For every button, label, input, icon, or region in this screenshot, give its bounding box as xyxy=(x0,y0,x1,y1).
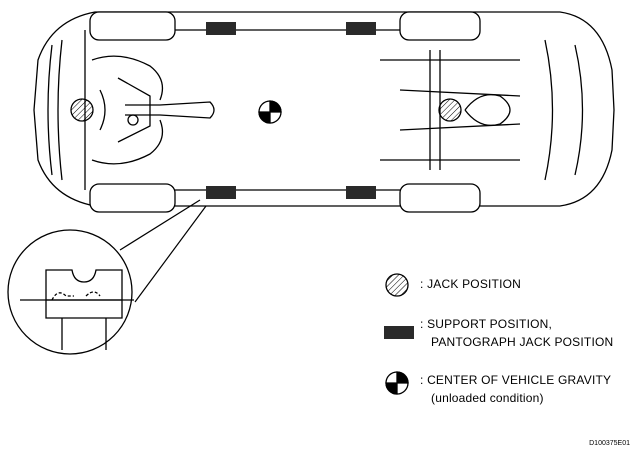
wheel-rear-left xyxy=(399,11,481,41)
legend-jack-position-label: : JACK POSITION xyxy=(420,277,522,291)
support-block-front-right xyxy=(206,186,236,199)
legend-support-position-label: : SUPPORT POSITION, xyxy=(420,317,553,331)
figure-code: D100375E01 xyxy=(589,440,630,447)
detail-zoom-circle xyxy=(7,229,134,355)
center-of-gravity-symbol xyxy=(258,100,282,124)
wheel-front-left xyxy=(89,11,176,41)
callout-lines xyxy=(119,199,207,303)
support-block-rear-right xyxy=(346,186,376,199)
vehicle-underbody xyxy=(33,11,615,207)
support-block-front-left xyxy=(206,22,236,35)
support-block-rear-left xyxy=(346,22,376,35)
jack-positions xyxy=(70,98,462,122)
legend-gravity-note: (unloaded condition) xyxy=(431,391,544,405)
wheels xyxy=(89,11,481,213)
legend-gravity-label: : CENTER OF VEHICLE GRAVITY xyxy=(420,373,612,387)
legend-pantograph-label: PANTOGRAPH JACK POSITION xyxy=(431,335,614,349)
wheel-rear-right xyxy=(399,183,481,213)
wheel-front-right xyxy=(89,183,176,213)
jack-position-front xyxy=(70,98,94,122)
legend-jack-icon xyxy=(385,273,409,297)
legend-icons xyxy=(384,273,414,395)
legend-gravity-icon xyxy=(385,371,409,395)
jack-position-rear xyxy=(438,98,462,122)
legend-support-icon xyxy=(384,326,414,339)
support-positions xyxy=(206,22,376,199)
